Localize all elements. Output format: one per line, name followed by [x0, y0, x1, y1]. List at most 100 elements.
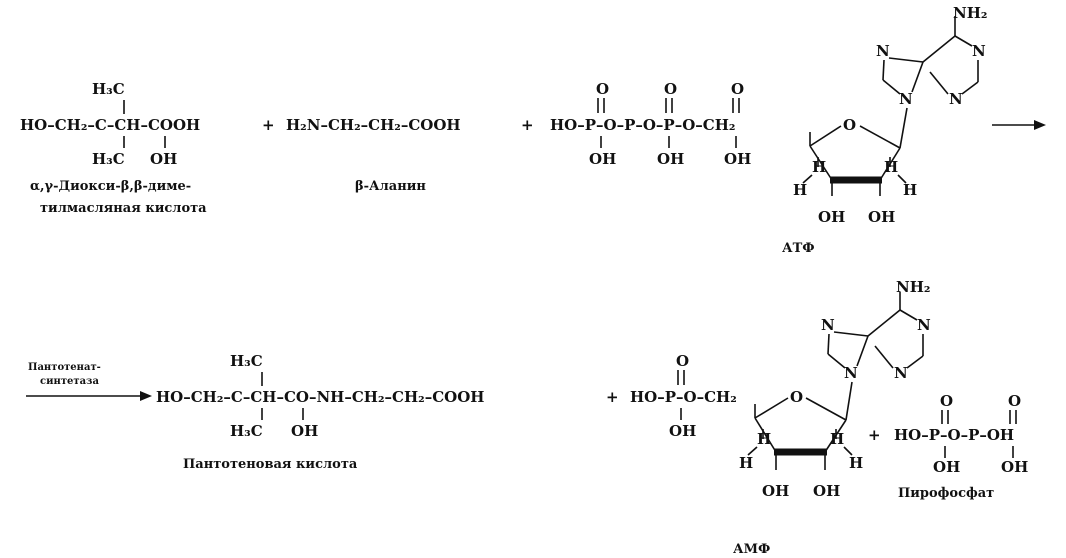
- acid-hydroxyl: OH: [150, 150, 177, 168]
- phosphate-oxygen: O: [731, 80, 744, 98]
- adenine-nitrogen: N: [972, 42, 986, 60]
- ribose-h-bond: [802, 174, 813, 184]
- plus-sign: +: [606, 388, 619, 406]
- ribose-bond: [809, 145, 833, 181]
- adenine-bond: [888, 57, 924, 63]
- ribose-bond: [859, 125, 901, 149]
- adenine-nitrogen: N: [876, 42, 890, 60]
- phosphate-hydroxyl: OH: [657, 150, 684, 168]
- plus-sign: +: [868, 426, 881, 444]
- atp-molecule: O O O HO–P–O–P–O–P–O–CH₂ OH OH OH O H H …: [550, 4, 987, 256]
- amp-molecule: O HO–P–O–CH₂ OH O H H H H OH OH N N N N: [630, 278, 931, 557]
- adenine-bond: [874, 345, 894, 369]
- adenine-bond: [961, 81, 979, 95]
- monophosphate-chain: HO–P–O–CH₂: [630, 388, 737, 406]
- triphosphate-chain: HO–P–O–P–O–P–O–CH₂: [550, 116, 735, 134]
- enzyme-arrow: Пантотенат- синтетаза: [26, 362, 152, 401]
- ribose-hydrogen: H: [903, 181, 917, 199]
- acid-top-methyl: H₃C: [92, 80, 125, 98]
- amp-name: АМФ: [733, 542, 770, 557]
- ribose-hydroxyl: OH: [868, 208, 895, 226]
- enzyme-name-line2: синтетаза: [40, 376, 99, 387]
- ribose-ring-oxygen: O: [843, 116, 856, 134]
- ribose-h-bond: [843, 446, 853, 456]
- adenine-nitrogen: N: [821, 316, 835, 334]
- adenine-bond: [922, 35, 956, 63]
- ribose-bond: [809, 125, 842, 147]
- adenine-bond: [929, 71, 949, 95]
- adenine-bond: [882, 79, 901, 95]
- phosphate-hydroxyl: OH: [669, 422, 696, 440]
- adenine-bond: [906, 355, 924, 369]
- arrow-head: [140, 391, 152, 401]
- adenine-bond: [867, 309, 901, 337]
- phosphate-oxygen: O: [676, 352, 689, 370]
- phosphate-hydroxyl: OH: [589, 150, 616, 168]
- phosphate-hydroxyl: OH: [724, 150, 751, 168]
- ribose-bond: [754, 397, 789, 419]
- phosphate-hydroxyl: OH: [1001, 458, 1028, 476]
- glycosidic-bond: [899, 107, 908, 149]
- alanine-name: β-Аланин: [355, 179, 426, 194]
- ribose-bond: [754, 417, 777, 453]
- ribose-hydrogen: H: [884, 158, 898, 176]
- pyrophosphate-name: Пирофосфат: [898, 486, 994, 501]
- adenine-bond: [911, 61, 924, 93]
- adenine-nitrogen: N: [949, 90, 963, 108]
- adenine-bond: [833, 331, 869, 337]
- alanine-formula: H₂N–CH₂–CH₂–COOH: [286, 116, 461, 134]
- pantothenate-name: Пантотеновая кислота: [183, 457, 358, 472]
- adenine-bond: [827, 333, 830, 355]
- ribose-hydrogen: H: [849, 454, 863, 472]
- amino-group: NH₂: [896, 278, 930, 296]
- ribose-hydroxyl: OH: [762, 482, 789, 500]
- adenine-nitrogen: N: [894, 364, 908, 382]
- phosphate-oxygen: O: [596, 80, 609, 98]
- atp-name: АТФ: [782, 241, 815, 256]
- adenine-bond: [954, 35, 973, 47]
- ribose-hydrogen: H: [793, 181, 807, 199]
- ribose-h-bond: [897, 174, 907, 184]
- pantothenate-bottom-methyl: H₃C: [230, 422, 263, 440]
- pantothenate-chain: HO–CH₂–C–CH–CO–NH–CH₂–CH₂–COOH: [156, 388, 484, 406]
- adenine-bond: [899, 309, 918, 321]
- beta-alanine: H₂N–CH₂–CH₂–COOH β-Аланин: [286, 116, 461, 194]
- enzyme-name-line1: Пантотенат-: [28, 362, 101, 373]
- pyrophosphate: O O HO–P–O–P–OH OH OH Пирофосфат: [894, 392, 1028, 501]
- phosphate-oxygen: O: [664, 80, 677, 98]
- arrow-head: [1034, 120, 1046, 130]
- adenine-nitrogen: N: [844, 364, 858, 382]
- ribose-ring-oxygen: O: [790, 388, 803, 406]
- adenine-nitrogen: N: [917, 316, 931, 334]
- acid-name-line2: тилмасляная кислота: [40, 201, 207, 216]
- phosphate-oxygen: O: [1008, 392, 1021, 410]
- pantothenic-acid: H₃C HO–CH₂–C–CH–CO–NH–CH₂–CH₂–COOH H₃C O…: [156, 352, 484, 472]
- adenine-bond: [882, 59, 885, 81]
- phosphate-hydroxyl: OH: [933, 458, 960, 476]
- ribose-bond: [805, 397, 847, 421]
- pantothenate-top-methyl: H₃C: [230, 352, 263, 370]
- ribose-hydrogen: H: [830, 430, 844, 448]
- reaction-arrow: [992, 120, 1046, 130]
- glycosidic-bond: [845, 381, 853, 421]
- ribose-hydrogen: H: [757, 430, 771, 448]
- acid-name-line1: α,γ-Диокси-β,β-диме-: [30, 179, 191, 194]
- adenine-bond: [827, 353, 846, 369]
- acid-chain: HO–CH₂–C–CH–COOH: [20, 116, 200, 134]
- adenine-bond: [856, 335, 869, 367]
- pyrophosphate-chain: HO–P–O–P–OH: [894, 426, 1014, 444]
- phosphate-oxygen: O: [940, 392, 953, 410]
- pantothenate-hydroxyl: OH: [291, 422, 318, 440]
- amino-group: NH₂: [953, 4, 987, 22]
- ribose-hydrogen: H: [739, 454, 753, 472]
- plus-sign: +: [262, 116, 275, 134]
- ribose-hydroxyl: OH: [813, 482, 840, 500]
- adenine-nitrogen: N: [899, 90, 913, 108]
- dihydroxy-dimethylbutyric-acid: H₃C HO–CH₂–C–CH–COOH H₃C OH α,γ-Диокси-β…: [20, 80, 207, 216]
- ribose-hydroxyl: OH: [818, 208, 845, 226]
- plus-sign: +: [521, 116, 534, 134]
- acid-bottom-methyl: H₃C: [92, 150, 125, 168]
- ribose-hydrogen: H: [812, 158, 826, 176]
- ribose-h-bond: [747, 446, 758, 456]
